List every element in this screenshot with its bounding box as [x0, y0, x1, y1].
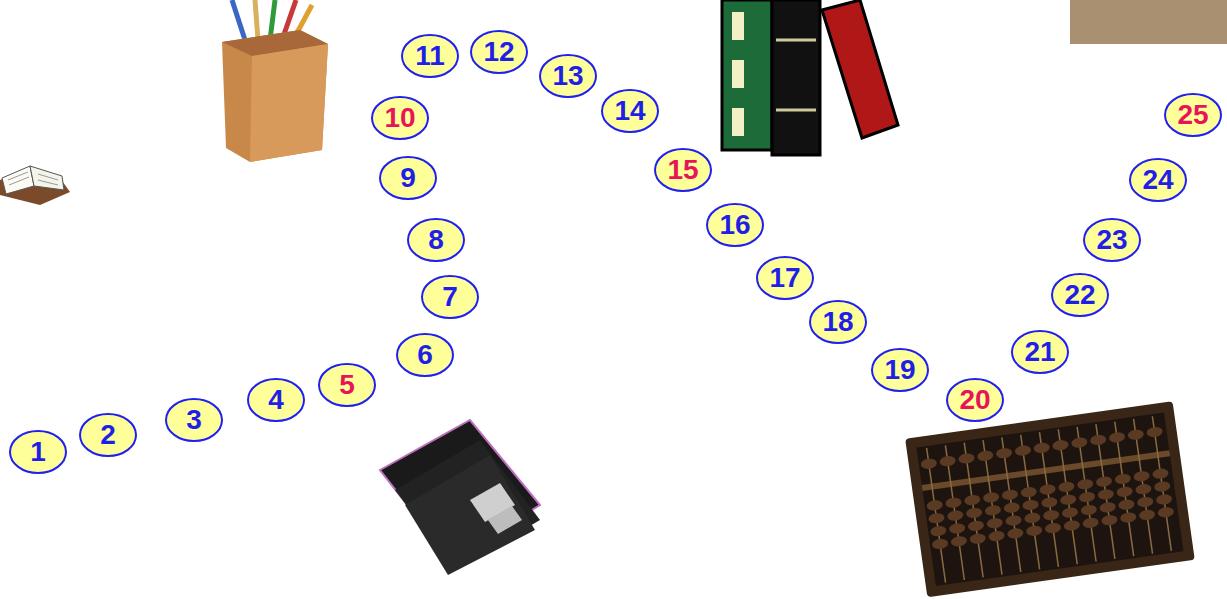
number-ellipse: 15 [654, 148, 712, 192]
open-book-picture [0, 166, 70, 205]
wood-picture [1070, 0, 1227, 44]
abacus-picture [905, 401, 1195, 597]
number-label: 10 [384, 104, 415, 132]
number-ellipse: 20 [946, 378, 1004, 422]
number-label: 6 [417, 341, 433, 369]
number-label: 11 [415, 42, 445, 70]
books-picture [722, 0, 898, 155]
floppy-disks-picture [380, 420, 540, 575]
number-ellipse: 9 [379, 156, 437, 200]
number-label: 21 [1024, 338, 1055, 366]
number-label: 22 [1064, 281, 1095, 309]
number-ellipse: 4 [247, 378, 305, 422]
number-ellipse: 13 [539, 54, 597, 98]
number-label: 1 [30, 438, 46, 466]
number-ellipse: 5 [318, 363, 376, 407]
number-ellipse: 10 [371, 96, 429, 140]
number-ellipse: 16 [706, 203, 764, 247]
number-label: 19 [884, 356, 915, 384]
number-ellipse: 25 [1164, 93, 1222, 137]
number-label: 18 [822, 308, 853, 336]
number-ellipse: 2 [79, 413, 137, 457]
number-label: 16 [719, 211, 750, 239]
number-label: 4 [268, 386, 284, 414]
number-label: 17 [769, 264, 800, 292]
number-ellipse: 1 [9, 430, 67, 474]
number-label: 8 [428, 226, 444, 254]
number-label: 3 [186, 406, 202, 434]
number-ellipse: 23 [1083, 218, 1141, 262]
number-ellipse: 22 [1051, 273, 1109, 317]
number-ellipse: 18 [809, 300, 867, 344]
number-label: 20 [959, 386, 990, 414]
pencil-cup-picture [222, 0, 328, 162]
number-ellipse: 8 [407, 218, 465, 262]
number-label: 2 [100, 421, 116, 449]
number-ellipse: 14 [601, 89, 659, 133]
number-label: 5 [339, 371, 355, 399]
number-label: 24 [1142, 166, 1173, 194]
number-ellipse: 24 [1129, 158, 1187, 202]
number-label: 15 [667, 156, 698, 184]
number-ellipse: 21 [1011, 330, 1069, 374]
number-label: 25 [1177, 101, 1208, 129]
number-ellipse: 7 [421, 275, 479, 319]
number-label: 14 [614, 97, 645, 125]
number-ellipse: 17 [756, 256, 814, 300]
number-label: 9 [400, 164, 416, 192]
number-ellipse: 19 [871, 348, 929, 392]
number-label: 13 [552, 62, 583, 90]
number-label: 12 [483, 38, 514, 66]
number-ellipse: 11 [401, 34, 459, 78]
number-ellipse: 6 [396, 333, 454, 377]
number-label: 7 [442, 283, 458, 311]
number-label: 23 [1096, 226, 1127, 254]
number-ellipse: 3 [165, 398, 223, 442]
number-ellipse: 12 [470, 30, 528, 74]
